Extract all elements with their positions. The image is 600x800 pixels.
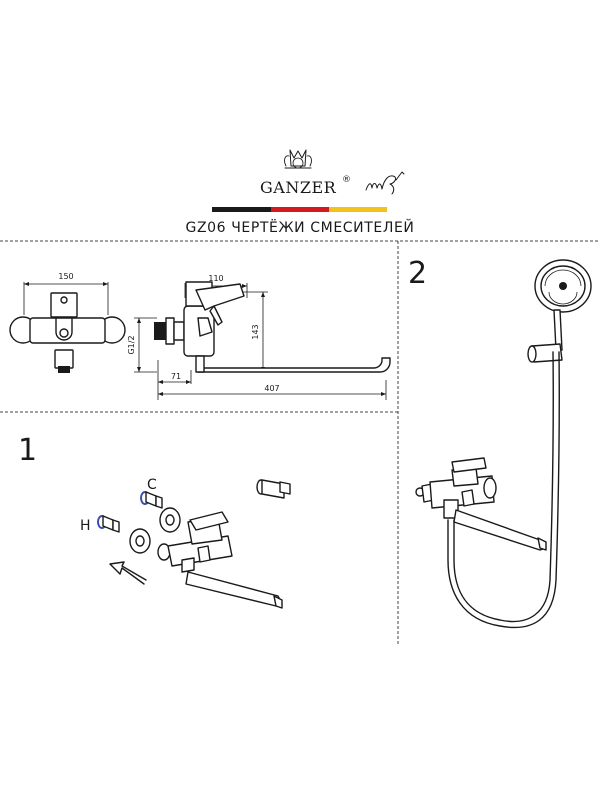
brand-logo: GANZER ®	[212, 149, 405, 212]
hot-eccentric-fitting	[97, 515, 120, 533]
shower-head-icon	[534, 259, 592, 351]
shower-set-assembly	[415, 259, 592, 629]
drawing-title: GZ06 ЧЕРТЁЖИ СМЕСИТЕЛЕЙ	[186, 218, 415, 236]
port-label-cold: C	[147, 477, 157, 493]
registered-mark: ®	[342, 175, 351, 185]
front-view-drawing: 150	[9, 272, 126, 373]
dim-height: 143	[251, 324, 260, 339]
panel-number-install: 1	[18, 433, 37, 468]
port-label-hot: H	[80, 518, 91, 534]
dim-handle-width: 110	[208, 274, 223, 283]
crown-crest-icon	[284, 149, 312, 169]
flag-stripe	[212, 207, 387, 212]
panel-number-shower: 2	[408, 256, 427, 291]
dim-thread: G1/2	[127, 335, 136, 354]
install-direction-arrow-icon	[109, 561, 147, 585]
exploded-install-view: C H	[80, 477, 291, 609]
brand-name: GANZER	[260, 178, 337, 197]
dim-width-front: 150	[58, 272, 73, 281]
dim-spout-length: 407	[264, 384, 279, 393]
dim-offset: 71	[171, 372, 181, 381]
signature-icon	[365, 171, 405, 195]
side-view-drawing: 110 143 G1/2 71	[127, 274, 391, 400]
cold-eccentric-fitting	[140, 491, 163, 509]
shower-holder-part	[256, 479, 291, 499]
